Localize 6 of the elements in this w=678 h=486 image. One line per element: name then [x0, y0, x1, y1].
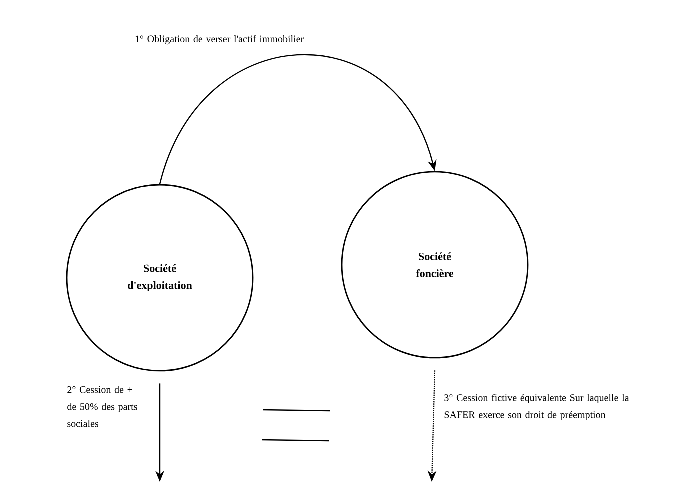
edge-label: 1° Obligation de verser l'actif immobilier — [136, 35, 304, 45]
edge-label: 2° Cession de + de 50% des parts sociales — [68, 386, 138, 428]
circle-node: Société foncière — [341, 171, 529, 359]
edge-label: 3° Cession fictive équivalente Sur laquelle la SAFER exerce son droit de préemption — [444, 394, 630, 420]
arrow — [159, 54, 437, 184]
circle-node: Société d'exploitation — [66, 184, 254, 372]
